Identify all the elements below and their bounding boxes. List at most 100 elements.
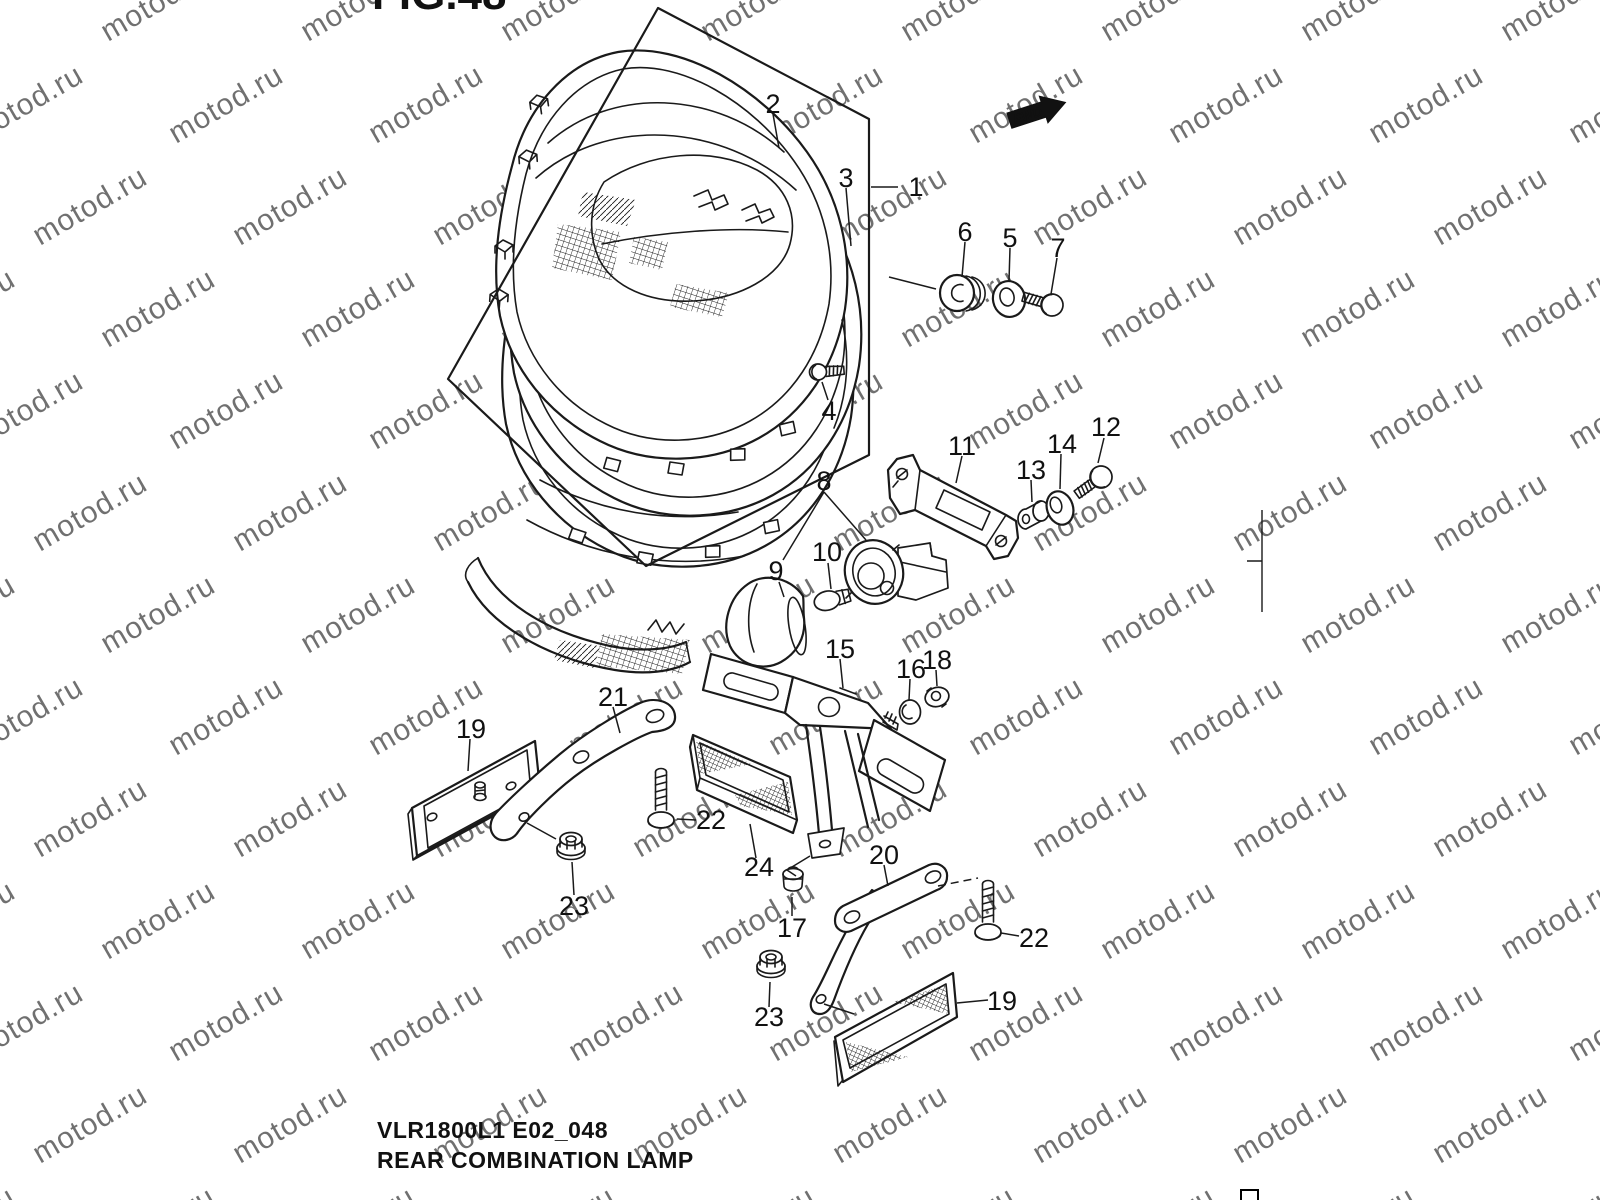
callout-11: 11 xyxy=(948,431,976,461)
watermark-text: motod.ru xyxy=(163,670,289,762)
callout-24: 24 xyxy=(744,852,774,882)
watermark-text: motod.ru xyxy=(1095,0,1221,48)
watermark-text: motod.ru xyxy=(1095,874,1221,966)
watermark-text: motod.ru xyxy=(1563,976,1600,1068)
callout-20: 20 xyxy=(869,840,899,870)
watermark-text: motod.ru xyxy=(95,1180,221,1200)
watermark-text: motod.ru xyxy=(0,1180,21,1200)
nut-part23-left xyxy=(556,831,586,861)
watermark-text: motod.ru xyxy=(1363,58,1489,150)
watermark-text: motod.ru xyxy=(1027,160,1153,252)
callout-7: 7 xyxy=(1050,233,1065,263)
reflector-part24 xyxy=(688,733,799,835)
reflector-part19-bottom xyxy=(833,971,959,1087)
watermark-text: motod.ru xyxy=(363,364,489,456)
callout-17: 17 xyxy=(777,913,807,943)
spacer-part13 xyxy=(1017,500,1050,530)
callout-19-bottom: 19 xyxy=(987,986,1017,1016)
watermark-text: motod.ru xyxy=(1495,0,1600,48)
socket-assembly-part8 xyxy=(843,539,949,605)
watermark-text: motod.ru xyxy=(0,364,89,456)
watermark-text: motod.ru xyxy=(1563,670,1600,762)
watermark-text: motod.ru xyxy=(1295,0,1421,48)
watermark-text: motod.ru xyxy=(1495,262,1600,354)
watermark-text: motod.ru xyxy=(1295,568,1421,660)
watermark-text: motod.ru xyxy=(0,568,21,660)
lens-part9 xyxy=(725,576,807,668)
watermark-text: motod.ru xyxy=(963,670,1089,762)
watermark-text: motod.ru xyxy=(0,58,89,150)
cushion-part6 xyxy=(938,273,986,313)
watermark-text: motod.ru xyxy=(963,976,1089,1068)
callout-22-right: 22 xyxy=(1019,923,1049,953)
watermark-text: motod.ru xyxy=(1227,466,1353,558)
callout-13: 13 xyxy=(1016,455,1046,485)
watermark-text: motod.ru xyxy=(1227,1078,1353,1170)
nut-part23-right xyxy=(756,949,786,979)
callout-15: 15 xyxy=(825,634,855,664)
watermark-text: motod.ru xyxy=(1163,976,1289,1068)
watermark-text: motod.ru xyxy=(27,1078,153,1170)
watermark-text: motod.ru xyxy=(1495,568,1600,660)
watermark-text: motod.ru xyxy=(1495,1180,1600,1200)
watermark-text: motod.ru xyxy=(1363,976,1489,1068)
lamp-layer-edges xyxy=(526,319,848,563)
watermark-text: motod.ru xyxy=(1163,364,1289,456)
watermark-text: motod.ru xyxy=(363,58,489,150)
watermark-text: motod.ru xyxy=(895,0,1021,48)
watermark-text: motod.ru xyxy=(1295,1180,1421,1200)
callout-23-right: 23 xyxy=(754,1002,784,1032)
callout-22-left: 22 xyxy=(696,805,726,835)
watermark-text: motod.ru xyxy=(1427,1078,1553,1170)
watermark-text: motod.ru xyxy=(563,976,689,1068)
nut-part18 xyxy=(924,686,950,708)
watermark-text: motod.ru xyxy=(227,772,353,864)
watermark-text: motod.ru xyxy=(895,1180,1021,1200)
watermark-text: motod.ru xyxy=(163,364,289,456)
watermark-text: motod.ru xyxy=(1363,364,1489,456)
figure-caption: REAR COMBINATION LAMP xyxy=(377,1147,694,1173)
bolt-part22-left xyxy=(647,767,675,829)
callout-18: 18 xyxy=(922,645,952,675)
callout-14: 14 xyxy=(1047,429,1077,459)
watermark-text: motod.ru xyxy=(1027,772,1153,864)
page-marker xyxy=(1240,1189,1259,1200)
watermark-text: motod.ru xyxy=(1295,874,1421,966)
housing-bottom-lip xyxy=(464,556,692,674)
bracket-part11 xyxy=(886,453,1020,561)
watermark-text: motod.ru xyxy=(95,262,221,354)
bracket-part15 xyxy=(701,652,947,859)
callout-2: 2 xyxy=(765,89,780,119)
watermark-text: motod.ru xyxy=(1427,160,1553,252)
watermark-text: motod.ru xyxy=(495,1180,621,1200)
watermark-text: motod.ru xyxy=(95,0,221,48)
watermark-text: motod.ru xyxy=(227,466,353,558)
watermark-text: motod.ru xyxy=(1227,772,1353,864)
figure-doc-code: VLR1800L1 E02_048 xyxy=(377,1117,608,1143)
watermark-text: motod.ru xyxy=(295,1180,421,1200)
watermark-text: motod.ru xyxy=(963,58,1089,150)
watermark-text: motod.ru xyxy=(0,670,89,762)
callout-1: 1 xyxy=(908,172,923,202)
watermark-text: motod.ru xyxy=(227,160,353,252)
leader-lines xyxy=(467,113,1105,1015)
watermark-text: motod.ru xyxy=(163,58,289,150)
washer-part5 xyxy=(991,279,1027,319)
watermark-text: motod.ru xyxy=(1163,670,1289,762)
callout-labels: 1 2 3 4 5 6 7 8 9 10 11 12 13 14 15 16 1… xyxy=(456,89,1121,1032)
watermark-text: motod.ru xyxy=(295,874,421,966)
callout-5: 5 xyxy=(1002,223,1017,253)
callout-21: 21 xyxy=(598,682,628,712)
watermark-text: motod.ru xyxy=(1495,874,1600,966)
bolt-part7 xyxy=(1019,285,1067,320)
watermark-text: motod.ru xyxy=(827,1078,953,1170)
watermark-text: motod.ru xyxy=(1095,262,1221,354)
watermark-text: motod.ru xyxy=(0,0,21,48)
watermark-text: motod.ru xyxy=(1227,160,1353,252)
watermark-text: motod.ru xyxy=(1027,1078,1153,1170)
watermark-text: motod.ru xyxy=(1427,466,1553,558)
lamp-lens-part2 xyxy=(488,49,849,460)
watermark-text: motod.ru xyxy=(227,1078,353,1170)
fwd-arrow-icon xyxy=(1006,95,1067,129)
